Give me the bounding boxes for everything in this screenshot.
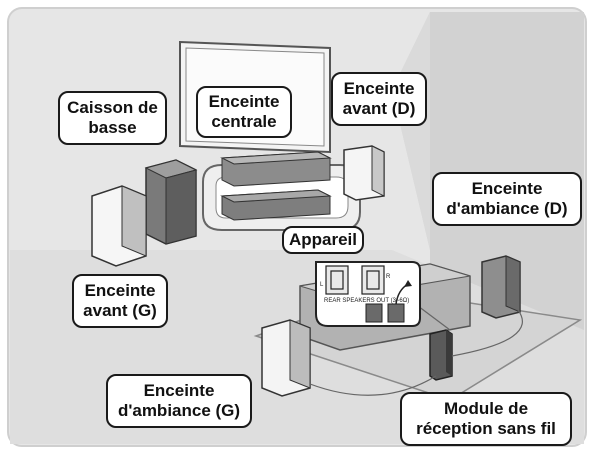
label-device: Appareil	[282, 226, 364, 254]
surround-right-speaker	[481, 255, 521, 319]
label-wireless-module: Module de réception sans fil	[400, 392, 572, 446]
left-marker: L	[320, 282, 324, 288]
plug-right	[387, 303, 405, 323]
label-front-right: Enceinte avant (D)	[331, 72, 427, 126]
left-terminal	[325, 265, 349, 295]
label-surround-right: Enceinte d'ambiance (D)	[432, 172, 582, 226]
front-right-speaker	[343, 145, 385, 201]
center-speaker	[220, 151, 332, 187]
front-left-speaker	[91, 185, 147, 267]
label-surround-left: Enceinte d'ambiance (G)	[106, 374, 252, 428]
wireless-receiver-module	[429, 329, 453, 381]
right-marker: R	[386, 274, 391, 280]
surround-left-speaker	[261, 319, 311, 397]
right-terminal	[361, 265, 385, 295]
plug-left	[365, 303, 383, 323]
label-subwoofer: Caisson de basse	[58, 91, 167, 145]
connector-inset: L R REAR SPEAKERS OUT (3~6Ω)	[315, 261, 421, 327]
subwoofer	[144, 159, 198, 245]
label-front-left: Enceinte avant (G)	[72, 274, 168, 328]
wall-corner	[392, 12, 430, 250]
inset-caption: REAR SPEAKERS OUT (3~6Ω)	[324, 298, 409, 304]
device-unit	[220, 189, 332, 221]
label-center-speaker: Enceinte centrale	[196, 86, 292, 138]
